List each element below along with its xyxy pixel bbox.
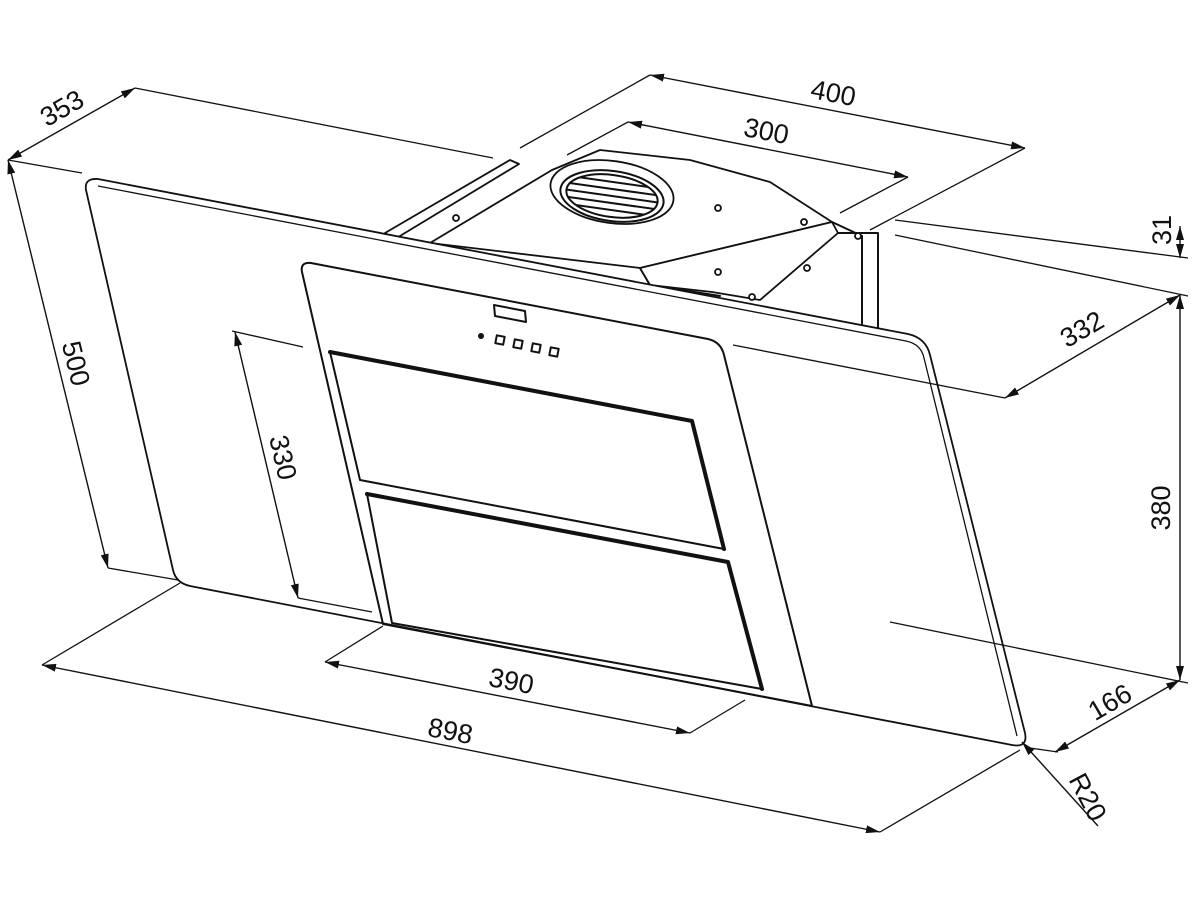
screw: [714, 268, 722, 276]
lower-filter-edge: [365, 492, 764, 691]
control-button: [494, 334, 506, 346]
display-window: [493, 304, 527, 323]
label-166: 166: [1083, 678, 1137, 727]
label-300: 300: [741, 112, 791, 150]
glass-edge-inner: [97, 185, 1018, 737]
dim-line-500: [7, 159, 109, 569]
ext-400-right: [869, 147, 1026, 231]
screw: [452, 214, 460, 222]
ext-500-bottom: [107, 567, 179, 581]
ext-31-bottom: [894, 234, 1189, 297]
screw: [748, 293, 756, 301]
grille-bar: [563, 187, 661, 205]
label-31: 31: [1147, 215, 1177, 245]
label-898: 898: [425, 712, 475, 750]
grille-bar: [563, 194, 661, 212]
upper-filter-edge: [328, 350, 726, 551]
ext-898-right: [879, 749, 1021, 833]
ext-332: [732, 344, 1006, 399]
label-400: 400: [808, 74, 858, 112]
label-353: 353: [35, 84, 89, 133]
dim-line-400: [649, 73, 1026, 150]
indicator-dot: [478, 333, 484, 339]
fan-outlet-ring: [559, 169, 665, 223]
ext-353-left: [7, 159, 83, 174]
ext-390-right: [689, 699, 746, 734]
dim-line-330: [234, 331, 299, 599]
control-button: [548, 346, 560, 358]
ext-300-right: [839, 176, 909, 214]
ext-300-left: [566, 121, 629, 156]
control-button: [512, 338, 524, 350]
grille-bar: [563, 180, 661, 198]
ext-898-left: [41, 582, 181, 666]
ext-31-top: [894, 219, 1189, 259]
glass-panel: [84, 178, 1027, 747]
control-button: [530, 342, 542, 354]
dim-line-353: [7, 87, 136, 161]
glass-outline: [84, 178, 1027, 747]
ext-380-bottom: [889, 621, 1189, 684]
dim-line-898: [41, 663, 881, 834]
screw: [714, 204, 722, 212]
dim-line-300: [627, 120, 909, 179]
dimension-lines: [7, 73, 1184, 834]
label-332: 332: [1055, 305, 1109, 354]
label-r20: R20: [1063, 768, 1113, 826]
screw: [800, 218, 808, 226]
screw: [803, 264, 811, 272]
dim-line-166: [1054, 679, 1181, 753]
label-380: 380: [1146, 485, 1176, 530]
ext-166: [1029, 747, 1059, 753]
ext-400-left: [519, 74, 651, 149]
ext-390-left: [324, 625, 384, 663]
screw: [854, 232, 862, 240]
ext-330-bottom: [297, 597, 373, 613]
radius-leader-r20: [1021, 741, 1099, 827]
ext-353-right: [134, 87, 494, 159]
dim-line-332: [1004, 294, 1181, 399]
